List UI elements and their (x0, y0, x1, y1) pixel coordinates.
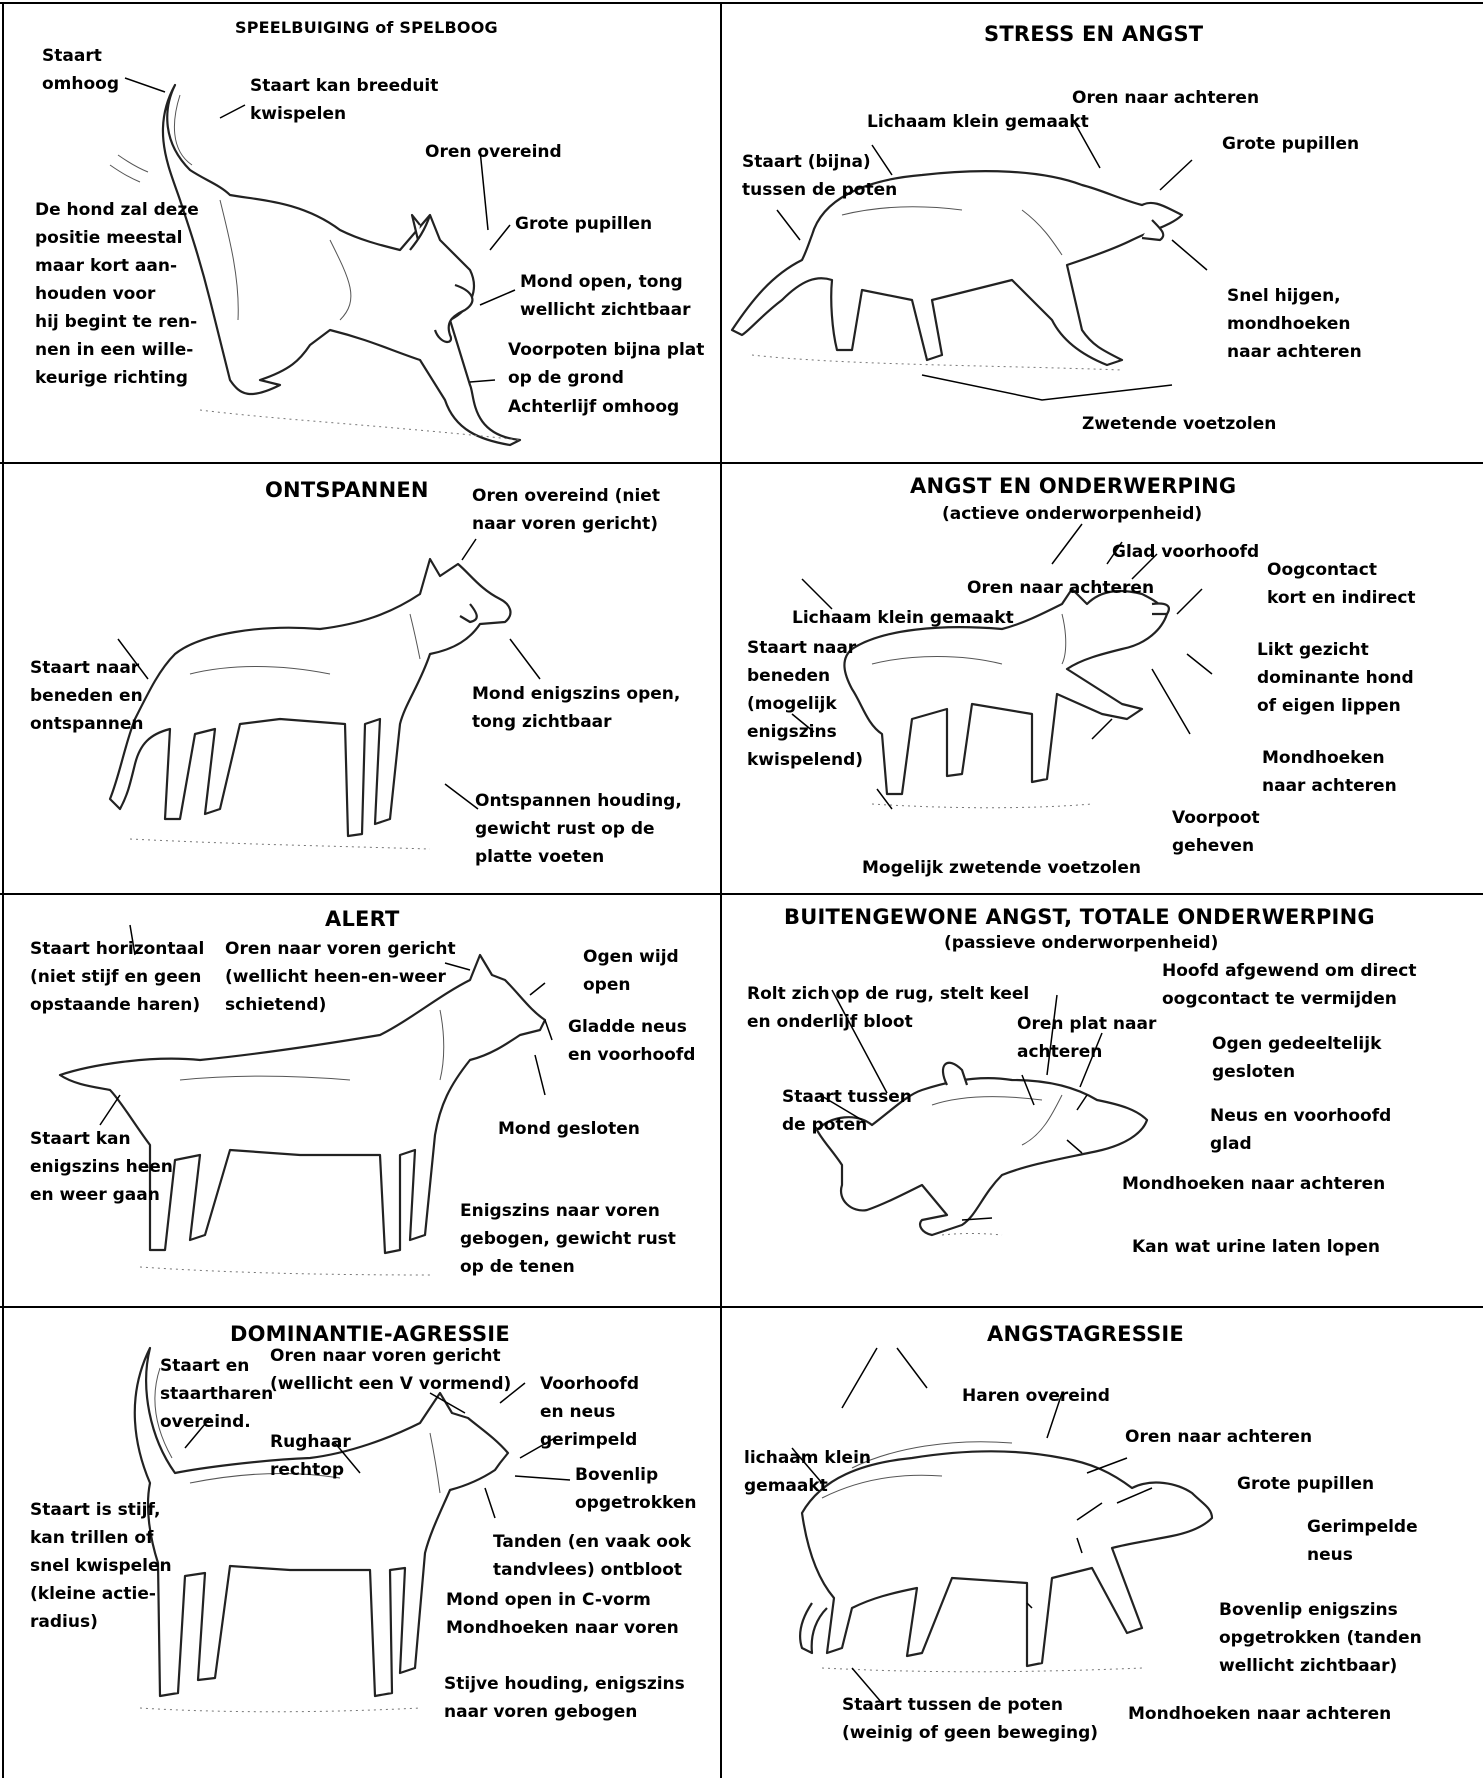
label-ears-back: Oren naar achteren (967, 574, 1154, 602)
label-ears: Oren plat naar achteren (1017, 1010, 1156, 1066)
panel-title: ANGSTAGRESSIE (987, 1322, 1184, 1346)
panel-play-bow: SPEELBUIGING of SPELBOOG Staart omhoog S… (0, 0, 720, 462)
label-ears: Oren overeind (niet naar voren gericht) (472, 482, 660, 538)
label-tail: Staart naar beneden (mogelijk enigszins … (747, 634, 863, 774)
label-tail-up: Staart omhoog (42, 42, 119, 98)
label-sweaty: Mogelijk zwetende voetzolen (862, 854, 1141, 882)
label-nose: Gladde neus en voorhoofd (568, 1013, 695, 1069)
label-front-legs: Voorpoten bijna plat op de grond (508, 336, 704, 392)
panel-title: ONTSPANNEN (265, 478, 429, 502)
label-head: Hoofd afgewend om direct oogcontact te v… (1162, 957, 1417, 1013)
panel-subtitle: (passieve onderworpenheid) (944, 933, 1218, 953)
label-rolls: Rolt zich op de rug, stelt keel en onder… (747, 980, 1029, 1036)
panel-stress: STRESS EN ANGST Lichaam klein gemaakt Or… (722, 0, 1483, 462)
label-ears-back: Oren naar achteren (1072, 84, 1259, 112)
label-hair: Haren overeind (962, 1382, 1110, 1410)
label-upper-lip: Bovenlip enigszins opgetrokken (tanden w… (1219, 1596, 1422, 1680)
label-sweaty: Zwetende voetzolen (1082, 410, 1276, 438)
label-ears: Oren overeind (425, 138, 562, 166)
label-pupils: Grote pupillen (1222, 130, 1359, 158)
label-nose: Gerimpelde neus (1307, 1513, 1418, 1569)
label-mouth-corners: Mondhoeken naar achteren (1122, 1170, 1385, 1198)
label-pupils: Grote pupillen (1237, 1470, 1374, 1498)
panel-title: ANGST EN ONDERWERPING (910, 474, 1236, 498)
label-tail-move: Staart kan enigszins heen en weer gaan (30, 1125, 173, 1209)
panel-subtitle: (actieve onderworpenheid) (942, 504, 1202, 524)
label-tail-wag: Staart kan breeduit kwispelen (250, 72, 438, 128)
label-eyes: Ogen gedeeltelijk gesloten (1212, 1030, 1381, 1086)
panel-fear-aggression: ANGSTAGRESSIE Haren overeind Oren naar a… (722, 1308, 1483, 1778)
label-urine: Kan wat urine laten lopen (1132, 1233, 1380, 1261)
label-body-small: Lichaam klein gemaakt (792, 604, 1014, 632)
stress-dog-illustration (722, 0, 1483, 462)
panel-submission: ANGST EN ONDERWERPING (actieve onderworp… (722, 464, 1483, 893)
label-pupils: Grote pupillen (515, 210, 652, 238)
label-mouth: Mond enigszins open, tong zichtbaar (472, 680, 680, 736)
label-back-hair: Rughaar rechtop (270, 1428, 351, 1484)
label-ears-back: Oren naar achteren (1125, 1423, 1312, 1451)
panel-relaxed: ONTSPANNEN Oren overeind (niet naar vore… (0, 464, 720, 893)
panel-dominance-aggression: DOMINANTIE-AGRESSIE Staart en staarthare… (0, 1308, 720, 1778)
label-tail: Staart tussen de poten (weinig of geen b… (842, 1691, 1098, 1747)
label-ears: Oren naar voren gericht (wellicht heen-e… (225, 935, 456, 1019)
label-body-small: Lichaam klein gemaakt (867, 108, 1089, 136)
label-paw: Voorpoot geheven (1172, 804, 1260, 860)
label-posture: Enigszins naar voren gebogen, gewicht ru… (460, 1197, 676, 1281)
label-tail-stiff: Staart is stijf, kan trillen of snel kwi… (30, 1496, 172, 1636)
label-forehead: Voorhoofd en neus gerimpeld (540, 1370, 639, 1454)
panel-alert: ALERT Staart horizontaal (niet stijf en … (0, 895, 720, 1306)
label-posture: Stijve houding, enigszins naar voren geb… (444, 1670, 685, 1726)
label-rear-up: Achterlijf omhoog (508, 393, 679, 421)
label-mouth-corners: Mondhoeken naar achteren (1262, 744, 1397, 800)
label-tail: Staart tussen de poten (782, 1083, 912, 1139)
panel-title: SPEELBUIGING of SPELBOOG (235, 18, 498, 37)
panel-title: ALERT (325, 907, 400, 931)
label-tail: Staart naar beneden en ontspannen (30, 654, 144, 738)
label-posture: Ontspannen houding, gewicht rust op de p… (475, 787, 682, 871)
panel-title: BUITENGEWONE ANGST, TOTALE ONDERWERPING (784, 905, 1375, 929)
label-note: De hond zal deze positie meestal maar ko… (35, 196, 199, 392)
label-mouth: Mond open, tong wellicht zichtbaar (520, 268, 690, 324)
panel-total-submission: BUITENGEWONE ANGST, TOTALE ONDERWERPING … (722, 895, 1483, 1306)
label-mouth: Mond gesloten (498, 1115, 640, 1143)
label-tail-hair: Staart en staartharen overeind. (160, 1352, 273, 1436)
label-nose: Neus en voorhoofd glad (1210, 1102, 1391, 1158)
label-mouth: Mond open in C-vorm Mondhoeken naar vore… (446, 1586, 679, 1642)
label-body-small: lichaam klein gemaakt (744, 1444, 871, 1500)
panel-title: STRESS EN ANGST (984, 22, 1203, 46)
label-teeth: Tanden (en vaak ook tandvlees) ontbloot (493, 1528, 691, 1584)
label-upper-lip: Bovenlip opgetrokken (575, 1461, 697, 1517)
label-eyes: Ogen wijd open (583, 943, 679, 999)
label-licks: Likt gezicht dominante hond of eigen lip… (1257, 636, 1414, 720)
label-panting: Snel hijgen, mondhoeken naar achteren (1227, 282, 1362, 366)
label-ears: Oren naar voren gericht (wellicht een V … (270, 1342, 511, 1398)
label-mouth-corners: Mondhoeken naar achteren (1128, 1700, 1391, 1728)
label-forehead: Glad voorhoofd (1112, 538, 1259, 566)
label-tail: Staart (bijna) tussen de poten (742, 148, 897, 204)
label-eye-contact: Oogcontact kort en indirect (1267, 556, 1416, 612)
label-tail: Staart horizontaal (niet stijf en geen o… (30, 935, 204, 1019)
